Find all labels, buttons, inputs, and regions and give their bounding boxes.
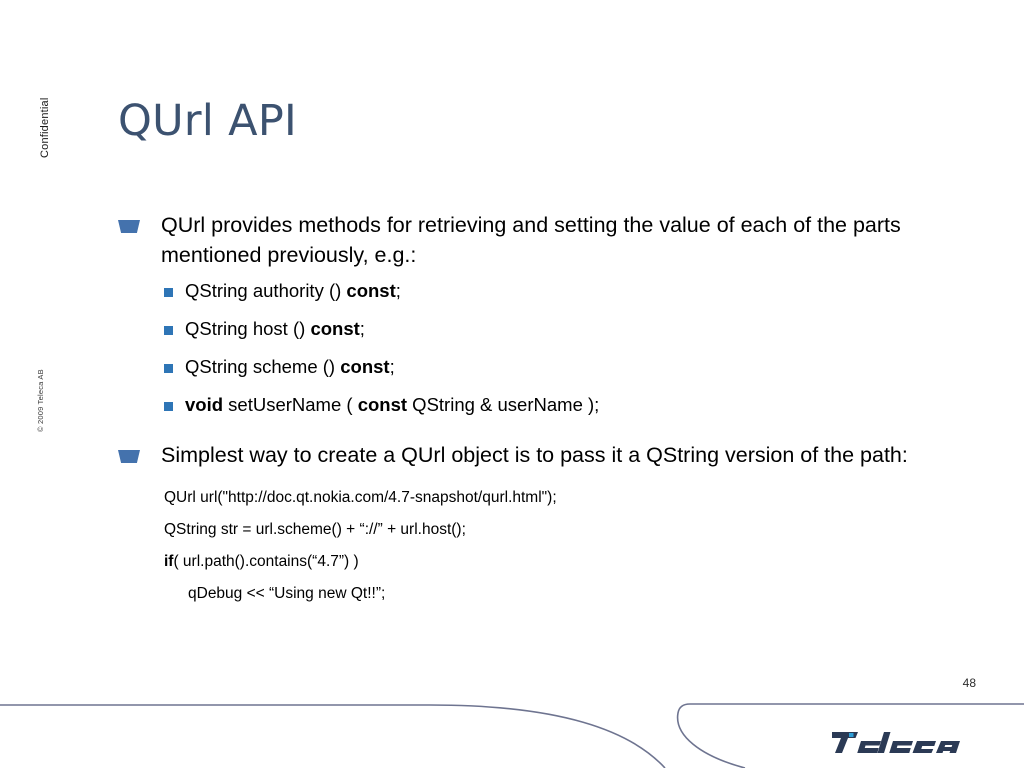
copyright-label: © 2009 Teleca AB — [36, 369, 45, 432]
footer-swoosh-decoration — [0, 703, 1024, 768]
logo-letter-l — [877, 732, 891, 753]
sub-bullet-text: QString authority () const; — [185, 280, 401, 301]
bullet-flag-icon — [118, 220, 140, 233]
slide-body: QUrl provides methods for retrieving and… — [118, 210, 978, 610]
sub-bullet-text: QString host () const; — [185, 318, 365, 339]
list-item: void setUserName ( const QString & userN… — [164, 394, 978, 416]
bullet-square-icon — [164, 364, 173, 373]
bullet-level1: Simplest way to create a QUrl object is … — [118, 440, 978, 470]
code-block: QUrl url("http://doc.qt.nokia.com/4.7-sn… — [164, 482, 978, 610]
list-item: QString host () const; — [164, 318, 978, 340]
sub-bullet-text: void setUserName ( const QString & userN… — [185, 394, 600, 415]
swoosh-line-left — [0, 704, 666, 768]
bullet-group-2: Simplest way to create a QUrl object is … — [118, 440, 978, 610]
bullet-level1: QUrl provides methods for retrieving and… — [118, 210, 978, 270]
logo-letter-e2 — [889, 741, 913, 753]
code-line: if( url.path().contains(“4.7”) ) — [164, 553, 359, 570]
bullet-flag-icon — [118, 450, 140, 463]
bullet-square-icon — [164, 402, 173, 411]
swoosh-line-right-2 — [676, 703, 1024, 768]
logo-letter-t — [832, 732, 858, 753]
bullet-group-1: QUrl provides methods for retrieving and… — [118, 210, 978, 416]
logo-letter-e1 — [857, 741, 881, 753]
bullet-level1-text: Simplest way to create a QUrl object is … — [161, 443, 908, 467]
bullet-level1-text: QUrl provides methods for retrieving and… — [161, 213, 901, 267]
page-number: 48 — [962, 676, 976, 690]
logo-letter-c — [912, 741, 936, 753]
sub-bullet-list: QString authority () const; QString host… — [164, 280, 978, 416]
code-line: QUrl url("http://doc.qt.nokia.com/4.7-sn… — [164, 489, 557, 506]
sub-bullet-text: QString scheme () const; — [185, 356, 395, 377]
bullet-square-icon — [164, 326, 173, 335]
list-item: QString authority () const; — [164, 280, 978, 302]
list-item: QString scheme () const; — [164, 356, 978, 378]
confidential-label: Confidential — [39, 97, 51, 159]
bullet-square-icon — [164, 288, 173, 297]
page-title: QUrl API — [118, 96, 298, 146]
logo-accent-mark — [849, 733, 854, 737]
code-line: QString str = url.scheme() + “://” + url… — [164, 521, 466, 538]
logo-letter-a-bar — [940, 747, 957, 751]
teleca-logo — [832, 732, 960, 753]
code-line: qDebug << “Using new Qt!!”; — [188, 585, 386, 602]
logo-wordmark — [832, 732, 960, 753]
